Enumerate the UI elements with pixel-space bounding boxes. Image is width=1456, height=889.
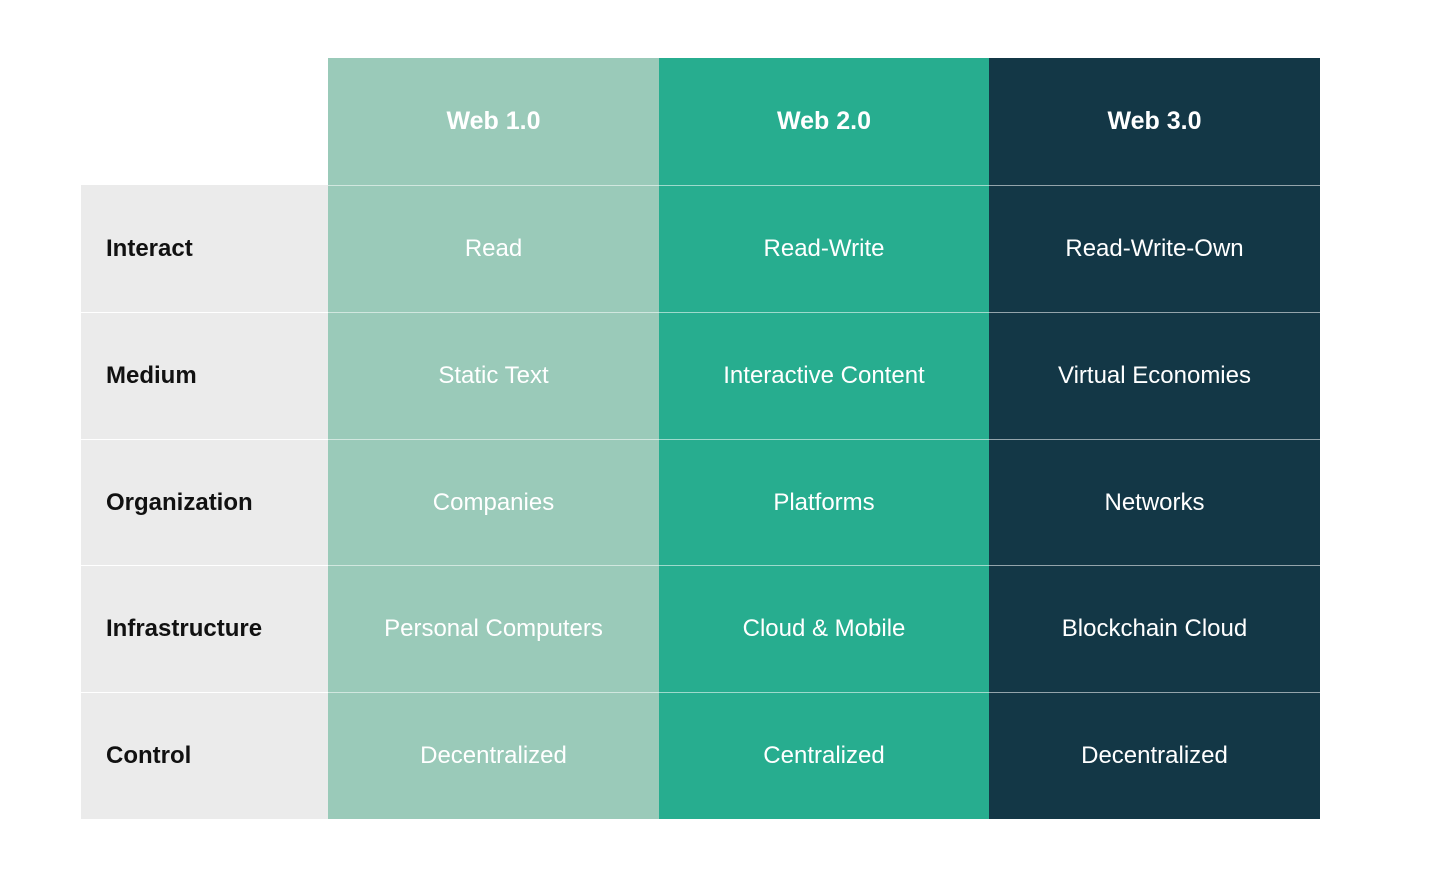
cell-organization-web2: Platforms bbox=[659, 439, 989, 565]
cell-infrastructure-web1: Personal Computers bbox=[328, 565, 659, 692]
cell-medium-web2: Interactive Content bbox=[659, 312, 989, 439]
row-header-organization: Organization bbox=[81, 439, 328, 565]
comparison-table: Web 1.0 Web 2.0 Web 3.0 Interact Read Re… bbox=[81, 58, 1320, 819]
column-header-web1: Web 1.0 bbox=[328, 58, 659, 185]
cell-infrastructure-web2: Cloud & Mobile bbox=[659, 565, 989, 692]
cell-organization-web1: Companies bbox=[328, 439, 659, 565]
column-header-web3: Web 3.0 bbox=[989, 58, 1320, 185]
cell-interact-web1: Read bbox=[328, 185, 659, 312]
cell-control-web2: Centralized bbox=[659, 692, 989, 819]
row-header-medium: Medium bbox=[81, 312, 328, 439]
cell-interact-web2: Read-Write bbox=[659, 185, 989, 312]
cell-medium-web1: Static Text bbox=[328, 312, 659, 439]
row-header-interact: Interact bbox=[81, 185, 328, 312]
cell-medium-web3: Virtual Economies bbox=[989, 312, 1320, 439]
cell-infrastructure-web3: Blockchain Cloud bbox=[989, 565, 1320, 692]
row-header-infrastructure: Infrastructure bbox=[81, 565, 328, 692]
cell-organization-web3: Networks bbox=[989, 439, 1320, 565]
row-header-control: Control bbox=[81, 692, 328, 819]
cell-control-web1: Decentralized bbox=[328, 692, 659, 819]
cell-interact-web3: Read-Write-Own bbox=[989, 185, 1320, 312]
cell-control-web3: Decentralized bbox=[989, 692, 1320, 819]
column-header-web2: Web 2.0 bbox=[659, 58, 989, 185]
table-corner bbox=[81, 58, 328, 185]
